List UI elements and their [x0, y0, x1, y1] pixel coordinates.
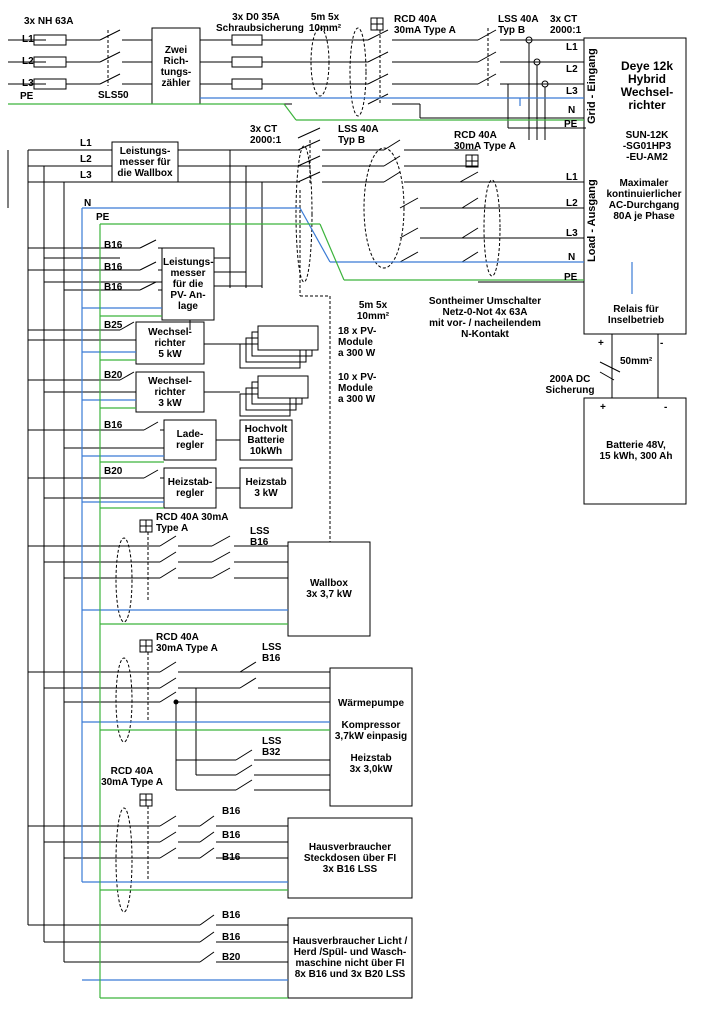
- house-nofi-b20: B20: [222, 952, 241, 963]
- phase-l2: L2: [22, 56, 34, 67]
- battery-plus: +: [600, 402, 606, 413]
- bus-l3: L3: [80, 170, 92, 181]
- phase-l1: L1: [22, 34, 34, 45]
- phase-pe: PE: [20, 91, 34, 102]
- heater-breaker: B20: [104, 466, 123, 477]
- cable-loop-1: [310, 27, 330, 97]
- grid-port-pe: PE: [564, 119, 578, 130]
- battery-minus: -: [664, 402, 668, 413]
- charger-breaker: B16: [104, 420, 123, 431]
- grid-port-l2: L2: [566, 64, 578, 75]
- pv-meter-box: [161, 247, 215, 321]
- bus-l2: L2: [80, 154, 92, 165]
- heatpump-box: [329, 667, 413, 807]
- grid-port-l1: L1: [566, 42, 578, 53]
- load-port-l2: L2: [566, 198, 578, 209]
- house-fi-b16-1: B16: [222, 806, 241, 817]
- bus-n: N: [84, 198, 92, 209]
- inverter-model: SUN-12K-SG01HP3-EU-AM2: [622, 130, 672, 163]
- heater-label: Heizstab-regler: [167, 477, 213, 499]
- battery-box: [583, 397, 687, 505]
- sls-label: SLS50: [98, 90, 129, 101]
- wallbox-meter-box: [111, 141, 179, 183]
- house-nofi-box: [287, 917, 413, 999]
- battery-label: Batterie 48V,15 kWh, 300 Ah: [599, 440, 673, 462]
- pv-modules-18: [239, 325, 319, 369]
- house-nofi-b16-2: B16: [222, 932, 241, 943]
- bus-pe: PE: [96, 212, 110, 223]
- dc-minus-top: -: [660, 338, 664, 349]
- pv-b16-3: B16: [104, 282, 123, 293]
- bus-l1: L1: [80, 138, 92, 149]
- pv-b16-2: B16: [104, 262, 123, 273]
- load-port-n: N: [568, 252, 576, 263]
- inv3-breaker: B20: [104, 370, 123, 381]
- grid-port-l3: L3: [566, 86, 578, 97]
- load-port-l3: L3: [566, 228, 578, 239]
- house-fi-b16-3: B16: [222, 852, 241, 863]
- phase-l3: L3: [22, 78, 34, 89]
- grid-port-n: N: [568, 105, 576, 116]
- load-output-label: Load - Ausgang: [586, 179, 598, 262]
- wallbox-box: [287, 541, 371, 637]
- inverter-box: [583, 37, 687, 335]
- grid-input-label: Grid - Eingang: [586, 48, 598, 124]
- battery-cable-label: 50mm²: [620, 356, 653, 367]
- dc-plus-top: +: [598, 338, 604, 349]
- house-nofi-label: Hausverbraucher Licht /Herd /Spül- und W…: [292, 936, 408, 980]
- pv-b16-1: B16: [104, 240, 123, 251]
- house-nofi-b16-1: B16: [222, 910, 241, 921]
- load-port-l1: L1: [566, 172, 578, 183]
- house-fi-b16-2: B16: [222, 830, 241, 841]
- main-fuse-label: 3x NH 63A: [24, 16, 74, 27]
- pv-modules-10: [239, 375, 309, 417]
- charger-label: Lade-regler: [176, 429, 204, 451]
- load-port-pe: PE: [564, 272, 578, 283]
- inv5-breaker: B25: [104, 320, 123, 331]
- inverter5-box: [135, 321, 205, 365]
